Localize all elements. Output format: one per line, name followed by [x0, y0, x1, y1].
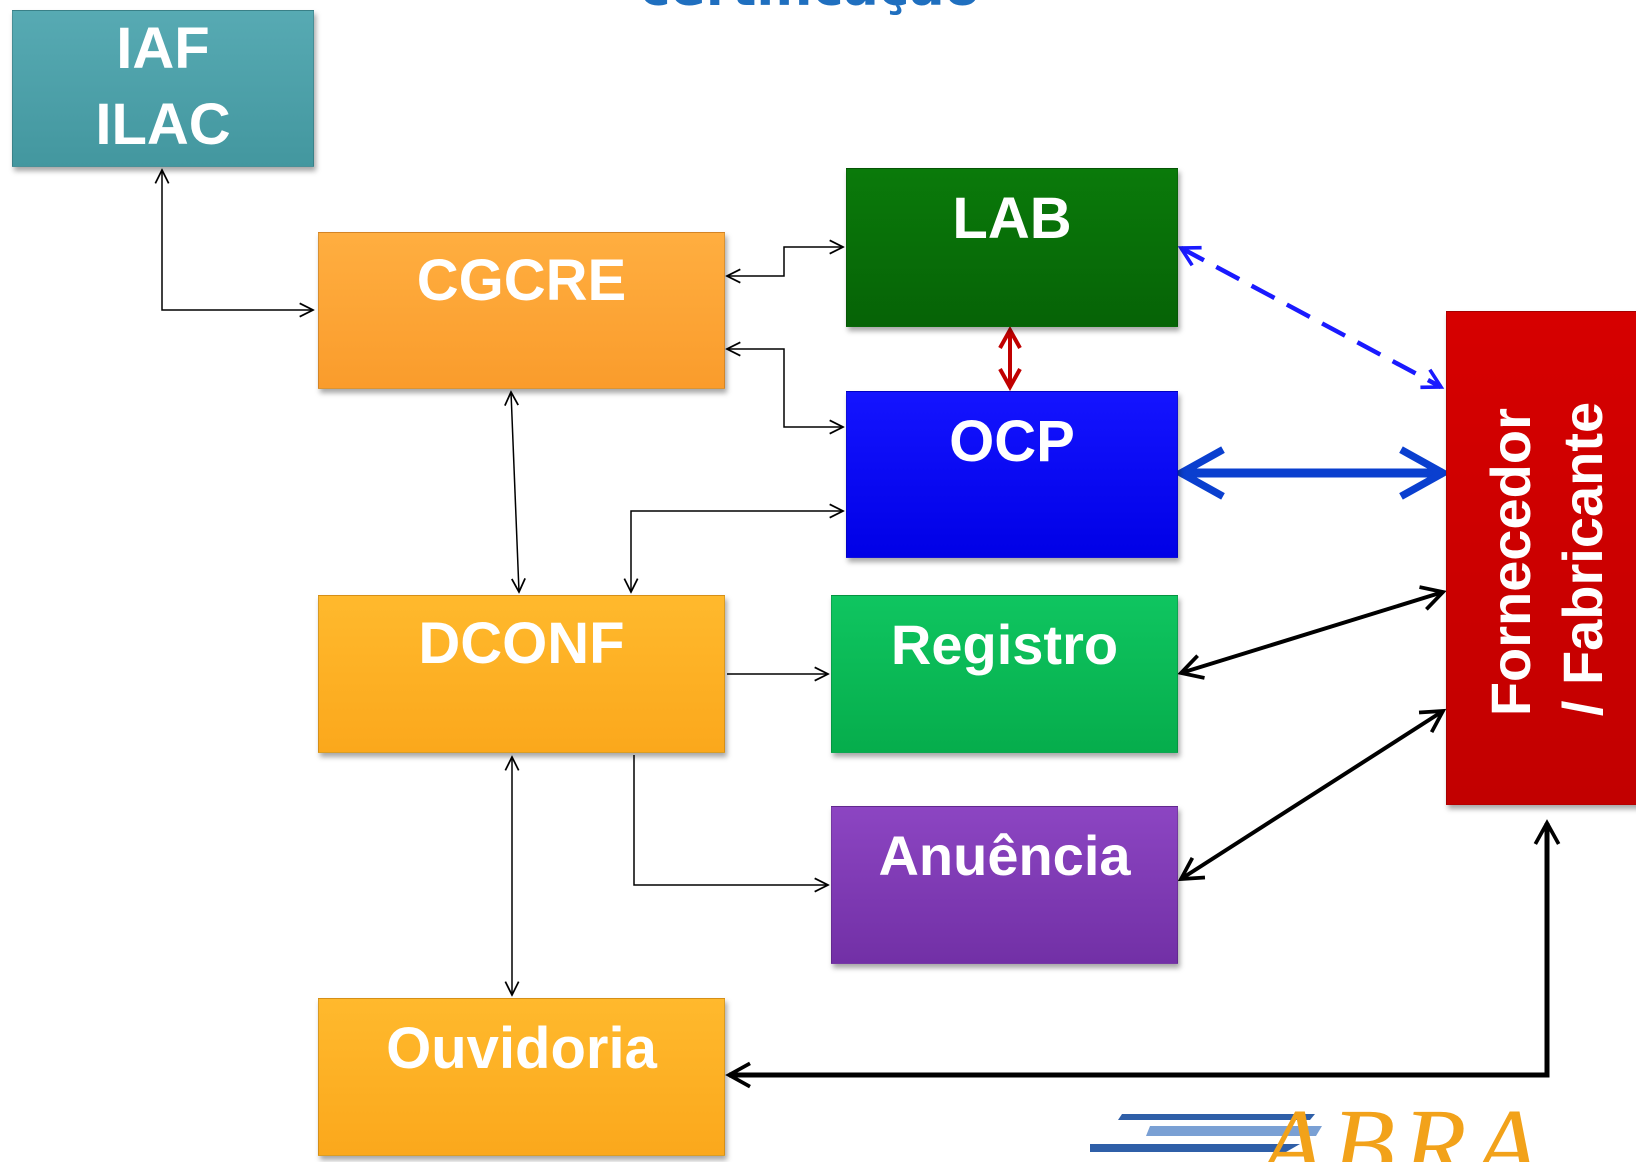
edge-cgcre-ocp	[727, 349, 843, 427]
node-iaf-label: IAF	[116, 16, 210, 81]
node-lab-label: LAB	[952, 186, 1072, 251]
edge-iaf-cgcre	[162, 170, 313, 310]
node-cgcre: CGCRE	[318, 232, 725, 389]
node-registro: Registro	[831, 595, 1178, 753]
node-lab: LAB	[846, 168, 1178, 327]
edge-registro-fornecedor	[1177, 585, 1447, 680]
node-ouvidoria: Ouvidoria	[318, 998, 725, 1156]
node-fornecedor-text: Fornecedor / Fabricante	[1475, 402, 1619, 716]
edge-anuencia-fornecedor	[1177, 708, 1447, 882]
logo-text: ABRA	[1260, 1092, 1547, 1162]
node-fornecedor-label: Fornecedor	[1479, 408, 1542, 717]
node-dconf: DCONF	[318, 595, 725, 753]
edge-lab-fornecedor	[1177, 245, 1445, 390]
edge-ouvidoria-fornecedor	[725, 819, 1561, 1089]
node-dconf-label: DCONF	[418, 611, 625, 676]
node-registro-label: Registro	[890, 613, 1119, 676]
node-ouvidoria-label: Ouvidoria	[386, 1016, 657, 1081]
abrac-logo: ABRA	[1090, 1092, 1636, 1162]
node-fornecedor-fabricante: Fornecedor / Fabricante	[1446, 311, 1636, 805]
logo-swoosh-icon	[1090, 1114, 1322, 1152]
edge-cgcre-lab	[727, 247, 843, 276]
node-cgcre-label: CGCRE	[416, 248, 627, 313]
node-ocp: OCP	[846, 391, 1178, 558]
node-iaf-ilac: IAF ILAC	[12, 10, 314, 167]
node-anuencia-label: Anuência	[878, 824, 1131, 887]
node-ilac-label: ILAC	[95, 92, 231, 157]
node-fabricante-label: / Fabricante	[1551, 401, 1614, 717]
edge-dconf-anuencia	[633, 755, 828, 885]
edge-cgcre-dconf	[511, 392, 519, 592]
node-ocp-label: OCP	[949, 409, 1075, 474]
edge-dconf-ocp	[631, 511, 843, 592]
node-anuencia: Anuência	[831, 806, 1178, 964]
page-title: certificação	[560, 0, 1060, 18]
